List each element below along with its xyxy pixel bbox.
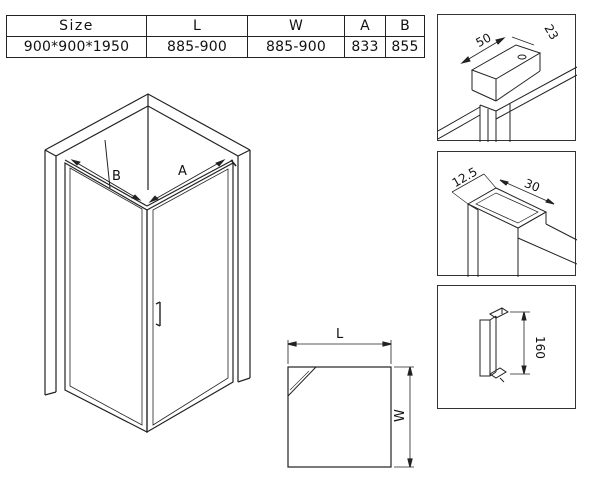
dimension-a	[148, 158, 226, 204]
hinges	[104, 139, 237, 189]
label-a: A	[178, 164, 187, 179]
plan-label-w: W	[393, 409, 408, 422]
spec-value-row: 900*900*1950 885-900 885-900 833 855	[6, 36, 425, 58]
door-panel	[146, 161, 234, 434]
plan-view	[287, 340, 414, 468]
top-profile	[64, 159, 234, 207]
detail-channel-profile: 12.5 30	[437, 151, 577, 277]
detail-top-profile: 50 23	[437, 14, 577, 142]
detail-middle-dim-2: 30	[522, 176, 541, 195]
detail-top-svg: 50 23	[438, 22, 577, 142]
detail-handle: 160	[437, 285, 576, 409]
detail-middle-svg: 12.5 30	[450, 165, 577, 277]
label-b: B	[112, 169, 121, 184]
dimension-b	[70, 159, 142, 201]
plan-label-l: L	[336, 327, 344, 342]
door-handle	[155, 301, 161, 327]
detail-middle-dim-1: 12.5	[450, 165, 480, 190]
value-w: 885-900	[247, 36, 345, 58]
detail-top-dim-1: 50	[473, 30, 493, 50]
value-size: 900*900*1950	[6, 36, 147, 58]
spec-header-row: Size L W A B	[6, 15, 425, 37]
detail-top-dim-2: 23	[541, 22, 561, 42]
detail-bottom-svg: 160	[479, 307, 547, 383]
detail-bottom-dim-1: 160	[533, 336, 547, 359]
fixed-panel	[64, 161, 148, 433]
spec-table: Size L W A B 900*900*1950 885-900 885-90…	[6, 15, 425, 58]
value-b: 855	[385, 36, 425, 58]
wall-outline	[44, 93, 251, 396]
value-a: 833	[344, 36, 386, 58]
